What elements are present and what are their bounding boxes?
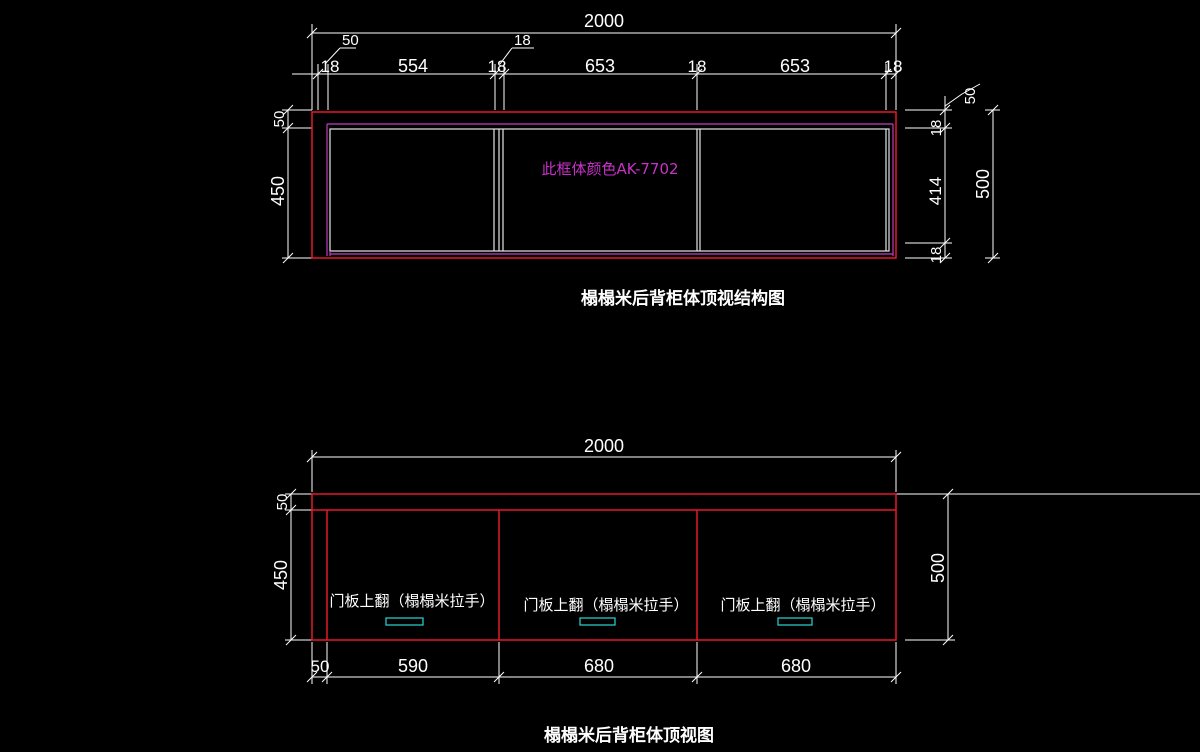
top-segment-label: 18 (488, 57, 507, 76)
top-view: 2000 50 18 18 554 18 653 18 (268, 11, 1000, 309)
top-overall-dimension (306, 24, 902, 110)
front-view-caption: 榻榻米后背柜体顶视图 (544, 725, 714, 746)
top-segment-dimension-line (292, 47, 902, 110)
door-label: 门板上翻（榻榻米拉手） (720, 596, 885, 614)
top-cabinet-outline (311, 111, 897, 259)
front-bottom-dim-50: 50 (311, 657, 330, 676)
front-bottom-dim-680a: 680 (584, 656, 614, 676)
top-left-dim-50: 50 (271, 111, 288, 128)
top-segment-label: 18 (688, 57, 707, 76)
front-bottom-dimension-line (306, 642, 902, 684)
top-segment-label: 18 (884, 57, 903, 76)
top-right-leader-50: 50 (962, 88, 979, 105)
top-leader-50-label: 50 (342, 32, 359, 49)
door-handle (579, 617, 616, 626)
front-left-dim-50: 50 (274, 494, 291, 511)
top-segment-label: 653 (585, 56, 615, 76)
top-right-dim-18: 18 (928, 120, 945, 137)
front-right-dimension-line (896, 488, 1200, 646)
front-right-overall-500: 500 (928, 553, 948, 583)
top-segment-label: 18 (321, 57, 340, 76)
front-left-dim-450: 450 (271, 560, 291, 590)
front-overall-dimension (306, 450, 902, 492)
door-handle (385, 617, 424, 626)
top-leader-18-label: 18 (514, 32, 531, 49)
top-right-dim-18b: 18 (928, 247, 945, 264)
front-bottom-dim-680b: 680 (781, 656, 811, 676)
top-right-overall-500: 500 (973, 169, 993, 199)
front-cabinet-outline (311, 493, 897, 641)
top-overall-width-label: 2000 (584, 11, 624, 31)
front-view: 2000 50 450 500 (271, 436, 1200, 746)
door-handle (777, 617, 813, 626)
top-left-dim-450: 450 (268, 176, 288, 206)
top-color-note: 此框体颜色AK-7702 (541, 160, 678, 178)
top-view-caption: 榻榻米后背柜体顶视结构图 (581, 288, 785, 309)
door-label: 门板上翻（榻榻米拉手） (523, 596, 688, 614)
top-segment-label: 554 (398, 56, 428, 76)
front-bottom-dim-590: 590 (398, 656, 428, 676)
handle-marks (385, 617, 813, 626)
top-left-dimension-line (282, 104, 312, 264)
front-left-dimension-line (285, 488, 312, 646)
top-cabinet-inner-structure (326, 123, 894, 256)
top-segment-label: 653 (780, 56, 810, 76)
door-label: 门板上翻（榻榻米拉手） (329, 592, 494, 610)
front-overall-width-label: 2000 (584, 436, 624, 456)
top-right-dimension-line (905, 83, 1000, 264)
top-right-dim-414: 414 (926, 177, 945, 205)
